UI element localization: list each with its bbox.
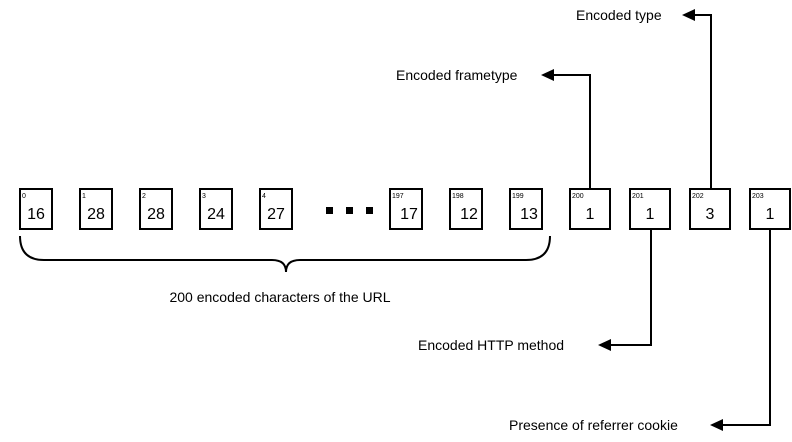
cell-index: 4 (262, 193, 266, 200)
cell-box (199, 188, 233, 230)
cell-box (259, 188, 293, 230)
ellipsis-dot (326, 207, 333, 214)
cell-index: 2 (142, 193, 146, 200)
cell-0: 0 16 (19, 188, 53, 230)
url-brace (19, 235, 551, 273)
referrer-cookie-arrowhead (710, 419, 723, 431)
cell-2: 2 28 (139, 188, 173, 230)
ellipsis-dot (346, 207, 353, 214)
ellipsis (326, 207, 373, 214)
cell-index: 203 (752, 193, 764, 200)
cell-box (19, 188, 53, 230)
cell-value: 1 (766, 206, 775, 223)
cell-201: 201 1 (629, 188, 671, 230)
cell-index: 0 (22, 193, 26, 200)
cell-202: 202 3 (689, 188, 731, 230)
cell-box (509, 188, 543, 230)
cell-box (389, 188, 423, 230)
type-arrowhead (682, 9, 695, 21)
encoded-http-method-label: Encoded HTTP method (418, 337, 564, 353)
cell-index: 202 (692, 193, 704, 200)
cell-value: 3 (706, 206, 715, 223)
cell-index: 200 (572, 193, 584, 200)
cell-203: 203 1 (749, 188, 791, 230)
cell-index: 197 (392, 193, 404, 200)
cell-value: 1 (586, 206, 595, 223)
cell-box (139, 188, 173, 230)
cell-200: 200 1 (569, 188, 611, 230)
referrer-cookie-connector (722, 229, 771, 426)
url-characters-label: 200 encoded characters of the URL (169, 289, 390, 305)
cell-box (569, 188, 611, 230)
http-method-arrowhead (598, 339, 611, 351)
encoded-frametype-label: Encoded frametype (396, 67, 518, 83)
cell-box (79, 188, 113, 230)
cell-value: 28 (87, 206, 105, 223)
cell-value: 1 (646, 206, 655, 223)
type-connector (694, 14, 712, 189)
cell-value: 16 (27, 206, 45, 223)
cell-199: 199 13 (509, 188, 543, 230)
cell-box (629, 188, 671, 230)
cell-value: 17 (400, 206, 418, 223)
cell-3: 3 24 (199, 188, 233, 230)
cell-box (689, 188, 731, 230)
frametype-arrowhead (541, 69, 554, 81)
cell-197: 197 17 (389, 188, 423, 230)
cell-index: 3 (202, 193, 206, 200)
cell-index: 1 (82, 193, 86, 200)
cell-index: 201 (632, 193, 644, 200)
cell-198: 198 12 (449, 188, 483, 230)
cell-value: 13 (520, 206, 538, 223)
http-method-connector (610, 229, 652, 346)
encoded-type-label: Encoded type (576, 7, 662, 23)
frametype-connector (553, 74, 591, 189)
cell-value: 28 (147, 206, 165, 223)
cell-index: 199 (512, 193, 524, 200)
cell-value: 27 (267, 206, 285, 223)
cell-index: 198 (452, 193, 464, 200)
cell-box (449, 188, 483, 230)
referrer-cookie-label: Presence of referrer cookie (509, 417, 678, 433)
cell-4: 4 27 (259, 188, 293, 230)
cell-value: 12 (460, 206, 478, 223)
ellipsis-dot (366, 207, 373, 214)
cell-1: 1 28 (79, 188, 113, 230)
cell-value: 24 (207, 206, 225, 223)
